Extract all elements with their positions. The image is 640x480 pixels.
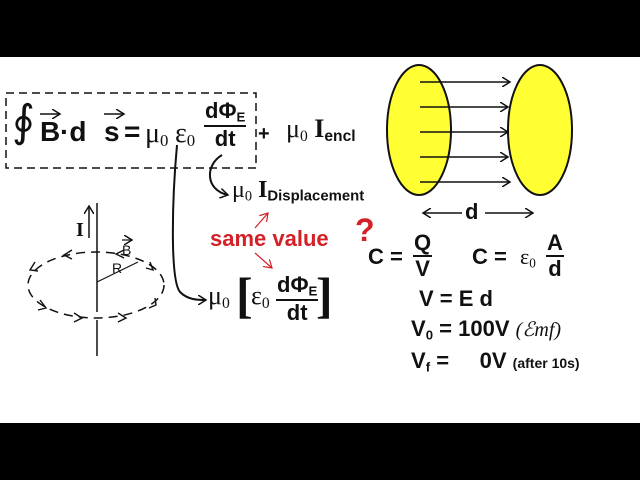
close-bracket: ]: [316, 267, 333, 323]
sub-zero: 0: [221, 294, 230, 312]
loop-arrowheads: [28, 249, 157, 323]
bracket-flux-derivative: dΦE dt: [276, 272, 319, 325]
capacitor-plate-right: [507, 64, 573, 196]
gap-label: d: [465, 199, 479, 224]
c-equals-2: C =: [472, 244, 507, 269]
mu: μ: [145, 118, 161, 149]
equation-dashed-box: [5, 92, 257, 169]
sub-0: 0: [425, 327, 434, 343]
frac-numerator: dΦE: [276, 272, 319, 301]
epsilon: ε: [520, 244, 530, 269]
red-arrow-up: [254, 213, 268, 229]
c-equals: C =: [368, 244, 403, 269]
bracket-epsilon-zero: ε0: [251, 281, 270, 312]
current-label: I: [76, 219, 84, 241]
radius-line: [96, 261, 139, 283]
arrow-to-displacement: [208, 154, 228, 195]
bracket-mu-zero: μ0: [208, 281, 230, 312]
sub-zero: 0: [299, 127, 308, 145]
denominator-v: V: [415, 256, 430, 281]
v0-value: = 100V: [439, 316, 510, 341]
current-i: I: [258, 177, 268, 203]
mu-zero-i-displacement: μ0 IDisplacement: [232, 178, 364, 205]
mu: μ: [286, 114, 300, 143]
sub-e: E: [236, 109, 246, 125]
epsilon: ε: [175, 118, 187, 149]
v-label: V: [411, 316, 426, 341]
question-mark: ?: [355, 212, 375, 248]
sub-displacement: Displacement: [267, 188, 365, 205]
vector-b: B: [40, 116, 61, 147]
field-label: B: [122, 242, 132, 258]
numerator-a: A: [546, 230, 564, 257]
d-phi: dΦ: [205, 98, 237, 123]
frac-denominator: dt: [214, 125, 236, 151]
numerator-q: Q: [413, 230, 433, 257]
arrow-to-bracket-term: [171, 144, 206, 300]
mu: μ: [232, 177, 245, 203]
after-note: (after 10s): [512, 355, 580, 371]
sub-zero: 0: [261, 294, 270, 312]
vector-s: s: [104, 116, 120, 147]
radius-label: R: [112, 260, 123, 276]
flux-derivative: dΦE dt: [204, 98, 247, 151]
integral-sign: ∮: [12, 97, 35, 146]
field-lines: [420, 82, 510, 182]
dot-d: ·d: [60, 116, 87, 147]
plus-sign: +: [258, 123, 270, 145]
open-bracket: [: [236, 267, 253, 323]
mu-zero: μ0: [145, 120, 168, 150]
vf-line: Vf = 0V (after 10s): [411, 350, 580, 374]
v0-line: V0 = 100V (ℰmf): [411, 318, 561, 342]
sub-zero: 0: [529, 255, 536, 271]
sub-zero: 0: [244, 188, 253, 205]
mu-zero-i-encl: μ0 Iencl: [286, 114, 356, 145]
letterbox-top: [0, 0, 640, 57]
capacitor-plate-left: [386, 64, 452, 196]
sub-zero: 0: [186, 131, 196, 151]
vf-value: = 0V: [436, 348, 507, 373]
epsilon: ε: [251, 281, 262, 310]
same-value-label: same value: [210, 226, 329, 251]
a-over-d: A d: [546, 232, 564, 280]
v-equals-ed: V = E d: [419, 286, 493, 311]
epsilon-zero: ε0: [520, 246, 536, 270]
d-phi: dΦ: [277, 272, 309, 297]
current-i: I: [314, 114, 325, 143]
sub-zero: 0: [160, 131, 169, 151]
sub-f: f: [425, 359, 431, 375]
frac-denominator: dt: [286, 299, 308, 325]
equals-sign: =: [124, 116, 141, 147]
frac-numerator: dΦE: [204, 98, 247, 127]
red-arrow-down: [254, 252, 272, 268]
denominator-d: d: [548, 256, 562, 281]
field-loop: [27, 251, 165, 319]
sub-encl: encl: [324, 127, 356, 145]
letterbox-bottom: [0, 423, 640, 480]
q-over-v: Q V: [413, 230, 433, 281]
emf-note: (ℰmf): [515, 319, 562, 341]
epsilon-zero: ε0: [175, 120, 195, 150]
v-label: V: [411, 348, 426, 373]
mu: μ: [208, 281, 222, 310]
sub-e: E: [308, 283, 318, 299]
